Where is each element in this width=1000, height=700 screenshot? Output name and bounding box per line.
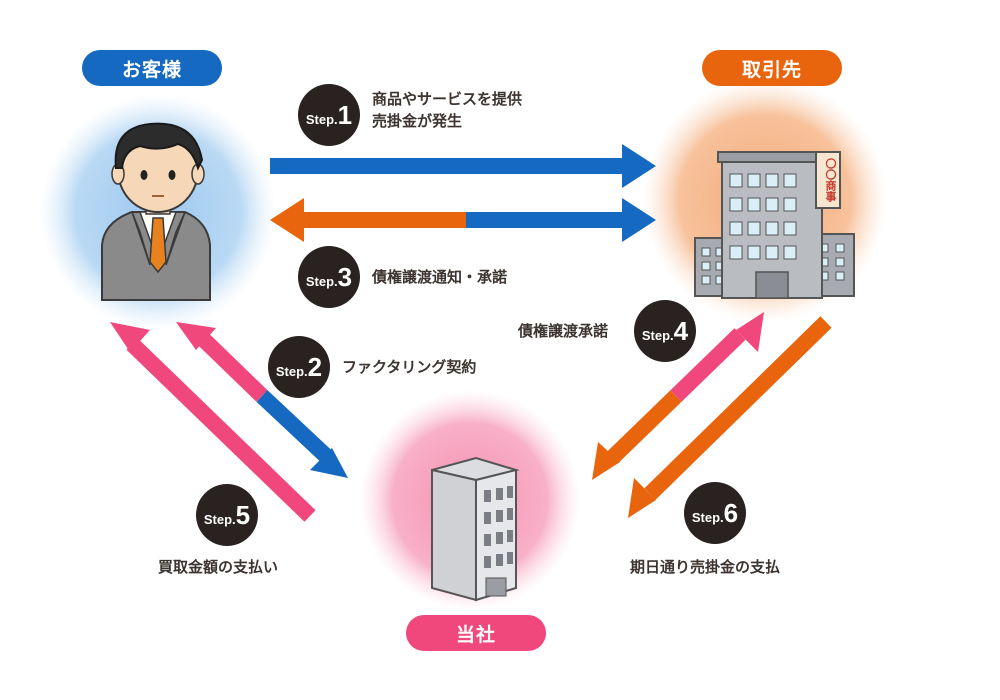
step1-caption: 商品やサービスを提供 売掛金が発生 — [372, 88, 522, 132]
arrow-step1 — [270, 144, 656, 188]
partner-sign-text: 〇〇商事 — [824, 158, 837, 202]
step2-caption: ファクタリング契約 — [342, 358, 477, 376]
arrow-step4 — [592, 312, 764, 480]
step2-word: Step. — [275, 363, 308, 379]
partner-label: 取引先 — [702, 50, 842, 86]
step4-number: 4 — [673, 315, 689, 346]
arrow-step2 — [176, 322, 348, 478]
company-building-icon — [431, 456, 520, 602]
company-label: 当社 — [406, 615, 546, 651]
step1-badge: Step.1 — [298, 84, 360, 146]
step4-caption: 債権譲渡承諾 — [518, 322, 609, 340]
step5-number: 5 — [235, 499, 251, 530]
step6-number: 6 — [723, 497, 739, 528]
step6-badge: Step.6 — [684, 482, 746, 544]
step1-number: 1 — [337, 99, 353, 130]
step1-caption-line1: 商品やサービスを提供 — [372, 90, 523, 108]
step3-badge: Step.3 — [298, 246, 360, 308]
step4-word: Step. — [641, 327, 674, 343]
step5-word: Step. — [203, 511, 236, 527]
step6-word: Step. — [691, 509, 724, 525]
arrow-step5 — [110, 322, 316, 522]
step3-word: Step. — [305, 273, 338, 289]
arrow-step6 — [628, 316, 832, 518]
step4-badge: Step.4 — [634, 300, 696, 362]
step3-number: 3 — [337, 261, 353, 292]
step1-word: Step. — [305, 111, 338, 127]
step5-caption: 買取金額の支払い — [158, 558, 279, 576]
step6-caption: 期日通り売掛金の支払 — [630, 558, 781, 576]
arrow-step3 — [270, 198, 656, 242]
step3-caption: 債権譲渡通知・承諾 — [372, 268, 508, 286]
step5-badge: Step.5 — [196, 484, 258, 546]
customer-label: お客様 — [82, 50, 222, 86]
step2-number: 2 — [307, 351, 323, 382]
step1-caption-line2: 売掛金が発生 — [372, 112, 463, 130]
customer-person-icon — [101, 122, 211, 301]
partner-sign — [815, 151, 841, 209]
step2-badge: Step.2 — [268, 336, 330, 398]
partner-building-icon — [694, 151, 855, 299]
